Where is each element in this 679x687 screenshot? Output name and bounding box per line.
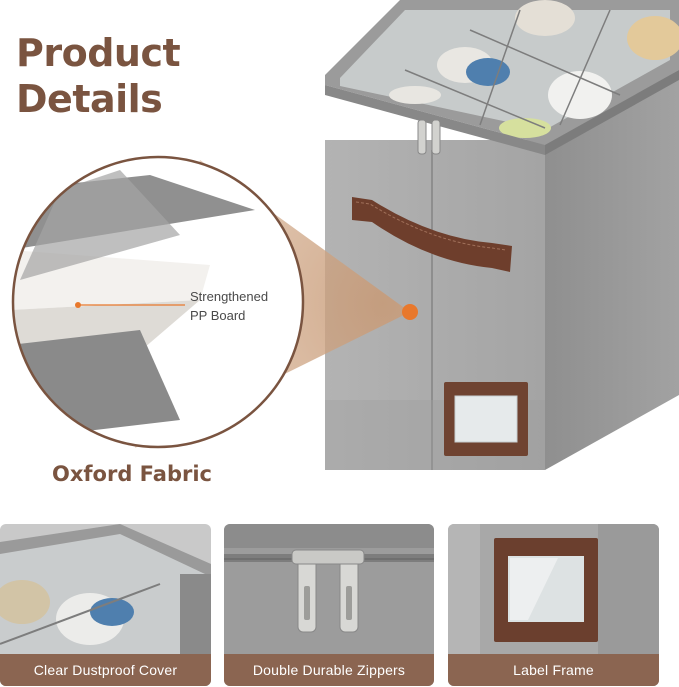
page-title: Product Details (16, 30, 181, 123)
pp-board-callout: Strengthened PP Board (190, 288, 268, 326)
handle (352, 197, 512, 272)
box-side (545, 70, 679, 470)
product-scene (11, 0, 679, 470)
caption-zippers: Double Durable Zippers (224, 654, 434, 686)
caption-dustproof-cover: Clear Dustproof Cover (0, 654, 211, 686)
callout-line-1: Strengthened (190, 289, 269, 304)
caption-label-frame: Label Frame (448, 654, 659, 686)
callout-dot (75, 302, 81, 308)
panel-dustproof-cover: Clear Dustproof Cover (0, 524, 211, 686)
panel-zippers: Double Durable Zippers (224, 524, 434, 686)
accent-dot (402, 304, 418, 320)
title-line-2: Details (16, 77, 163, 122)
zoom-circle (11, 155, 305, 449)
panel-label-frame: Label Frame (448, 524, 659, 686)
fabric-label: Oxford Fabric (52, 462, 212, 486)
zipper-pull-icon (417, 119, 427, 155)
title-line-1: Product (16, 31, 181, 75)
callout-line-2: PP Board (190, 307, 246, 323)
